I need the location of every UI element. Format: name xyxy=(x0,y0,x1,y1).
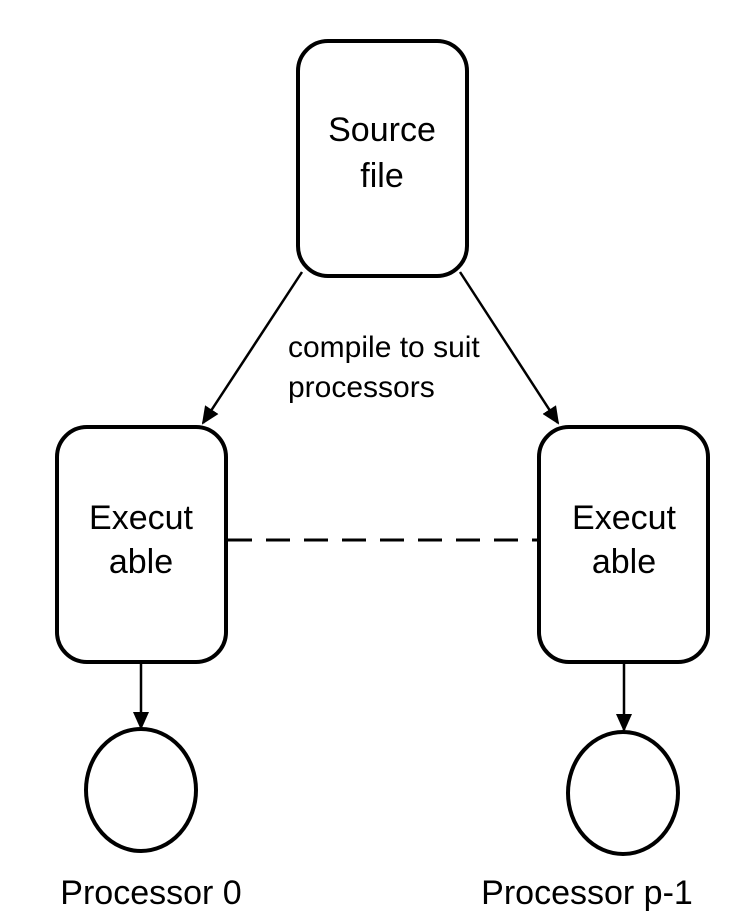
executable-left-node: Execut able xyxy=(55,425,228,664)
executable-left-label-line1: Execut xyxy=(89,499,193,537)
compile-edge-label: compile to suit processors xyxy=(288,331,480,404)
source-file-label-line2: file xyxy=(360,157,403,195)
source-file-node: Source file xyxy=(296,39,469,278)
executable-right-label-line1: Execut xyxy=(572,499,676,537)
processor-right-label: Processor p-1 xyxy=(481,874,693,912)
processor-left-label: Processor 0 xyxy=(60,874,241,912)
processor-right-circle xyxy=(566,730,680,856)
edge-source-to-left-executable xyxy=(201,271,304,425)
source-file-label-line1: Source xyxy=(328,111,436,149)
executable-right-label-line2: able xyxy=(592,543,656,581)
edge-source-to-right-executable xyxy=(458,271,560,425)
executable-left-label-line2: able xyxy=(109,543,173,581)
compile-edge-label-line2: processors xyxy=(288,371,435,404)
processor-left-circle xyxy=(84,727,198,853)
compile-edge-label-line1: compile to suit xyxy=(288,331,480,364)
executable-right-node: Execut able xyxy=(537,425,710,664)
